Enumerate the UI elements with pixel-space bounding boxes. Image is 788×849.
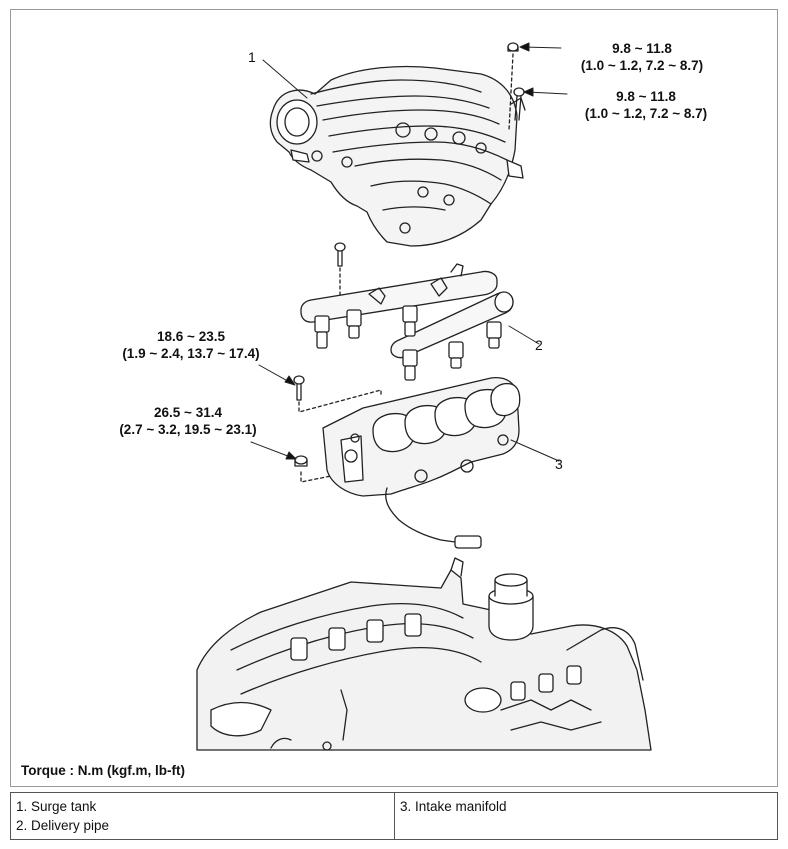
torque-spec-d: 26.5 ~ 31.4 (2.7 ~ 3.2, 19.5 ~ 23.1) bbox=[103, 404, 273, 438]
torque-spec-b-alt: (1.0 ~ 1.2, 7.2 ~ 8.7) bbox=[584, 106, 708, 121]
torque-spec-c: 18.6 ~ 23.5 (1.9 ~ 2.4, 13.7 ~ 17.4) bbox=[106, 328, 276, 362]
torque-spec-d-nm: 26.5 ~ 31.4 bbox=[154, 405, 222, 420]
callout-3: 3 bbox=[555, 456, 563, 472]
torque-unit-note: Torque : N.m (kgf.m, lb-ft) bbox=[21, 763, 185, 778]
bolt-top-nut bbox=[507, 42, 519, 52]
torque-spec-b-nm: 9.8 ~ 11.8 bbox=[616, 89, 676, 104]
leader-lines bbox=[250, 42, 568, 462]
torque-spec-b: 9.8 ~ 11.8 (1.0 ~ 1.2, 7.2 ~ 8.7) bbox=[571, 88, 721, 122]
callout-1: 1 bbox=[248, 49, 256, 65]
legend-item-delivery-pipe: 2. Delivery pipe bbox=[16, 818, 110, 833]
legend-item-intake-manifold: 3. Intake manifold bbox=[400, 799, 507, 814]
legend-column-left: 1. Surge tank 2. Delivery pipe bbox=[11, 793, 395, 839]
engine-drawing bbox=[196, 557, 652, 751]
bolt-intake-bolt bbox=[293, 375, 305, 401]
delivery-pipe-bolt bbox=[334, 242, 346, 267]
surge-tank-drawing bbox=[269, 65, 526, 247]
delivery-pipe-drawing bbox=[300, 242, 514, 381]
parts-legend-table: 1. Surge tank 2. Delivery pipe 3. Intake… bbox=[10, 792, 778, 840]
torque-spec-c-alt: (1.9 ~ 2.4, 13.7 ~ 17.4) bbox=[122, 346, 260, 361]
bolt-intake-nut bbox=[294, 455, 308, 467]
intake-dashed-guide bbox=[298, 389, 382, 483]
torque-spec-a: 9.8 ~ 11.8 (1.0 ~ 1.2, 7.2 ~ 8.7) bbox=[567, 40, 717, 74]
exploded-diagram: 1 2 3 9.8 ~ 11.8 (1.0 ~ 1.2, 7.2 ~ 8.7) … bbox=[10, 9, 778, 787]
torque-spec-a-nm: 9.8 ~ 11.8 bbox=[612, 41, 672, 56]
torque-spec-a-alt: (1.0 ~ 1.2, 7.2 ~ 8.7) bbox=[580, 58, 704, 73]
torque-spec-d-alt: (2.7 ~ 3.2, 19.5 ~ 23.1) bbox=[119, 422, 257, 437]
legend-column-right: 3. Intake manifold bbox=[395, 793, 777, 839]
callout-2: 2 bbox=[535, 337, 543, 353]
torque-spec-c-nm: 18.6 ~ 23.5 bbox=[157, 329, 225, 344]
bolt-leader-dashed bbox=[508, 53, 514, 131]
legend-item-surge-tank: 1. Surge tank bbox=[16, 799, 97, 814]
diagram-drawing bbox=[196, 42, 652, 751]
intake-manifold-drawing bbox=[322, 376, 521, 549]
